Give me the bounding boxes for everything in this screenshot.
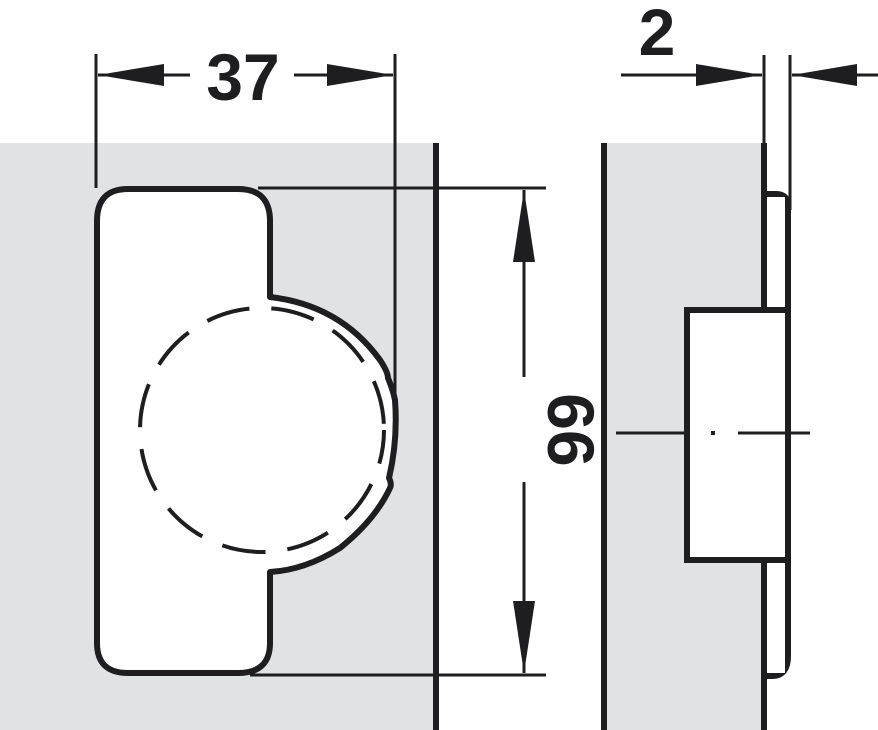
arrow-up-icon <box>513 190 535 262</box>
cup-body <box>684 307 791 563</box>
front-view <box>0 143 439 730</box>
arrow-down-icon <box>513 601 535 673</box>
side-view <box>601 143 810 730</box>
arrow-right-2-icon <box>696 64 762 86</box>
hinge-plate-outline <box>94 186 399 676</box>
center-dot <box>711 431 715 435</box>
bore-circle-dashed <box>138 306 386 554</box>
arrow-left-icon <box>98 64 164 86</box>
flange-fill-upper <box>767 197 785 310</box>
dimension-height: 66 <box>513 190 608 673</box>
dimension-label-width: 37 <box>206 40 279 114</box>
dimension-label-height: 66 <box>534 393 608 466</box>
arrow-left-2-icon <box>792 64 857 86</box>
dimension-label-depth: 2 <box>639 0 676 69</box>
dimension-depth: 2 <box>621 0 878 210</box>
dimension-width: 37 <box>94 40 397 430</box>
arrow-right-icon <box>327 64 393 86</box>
flange-fill-lower <box>767 560 785 673</box>
